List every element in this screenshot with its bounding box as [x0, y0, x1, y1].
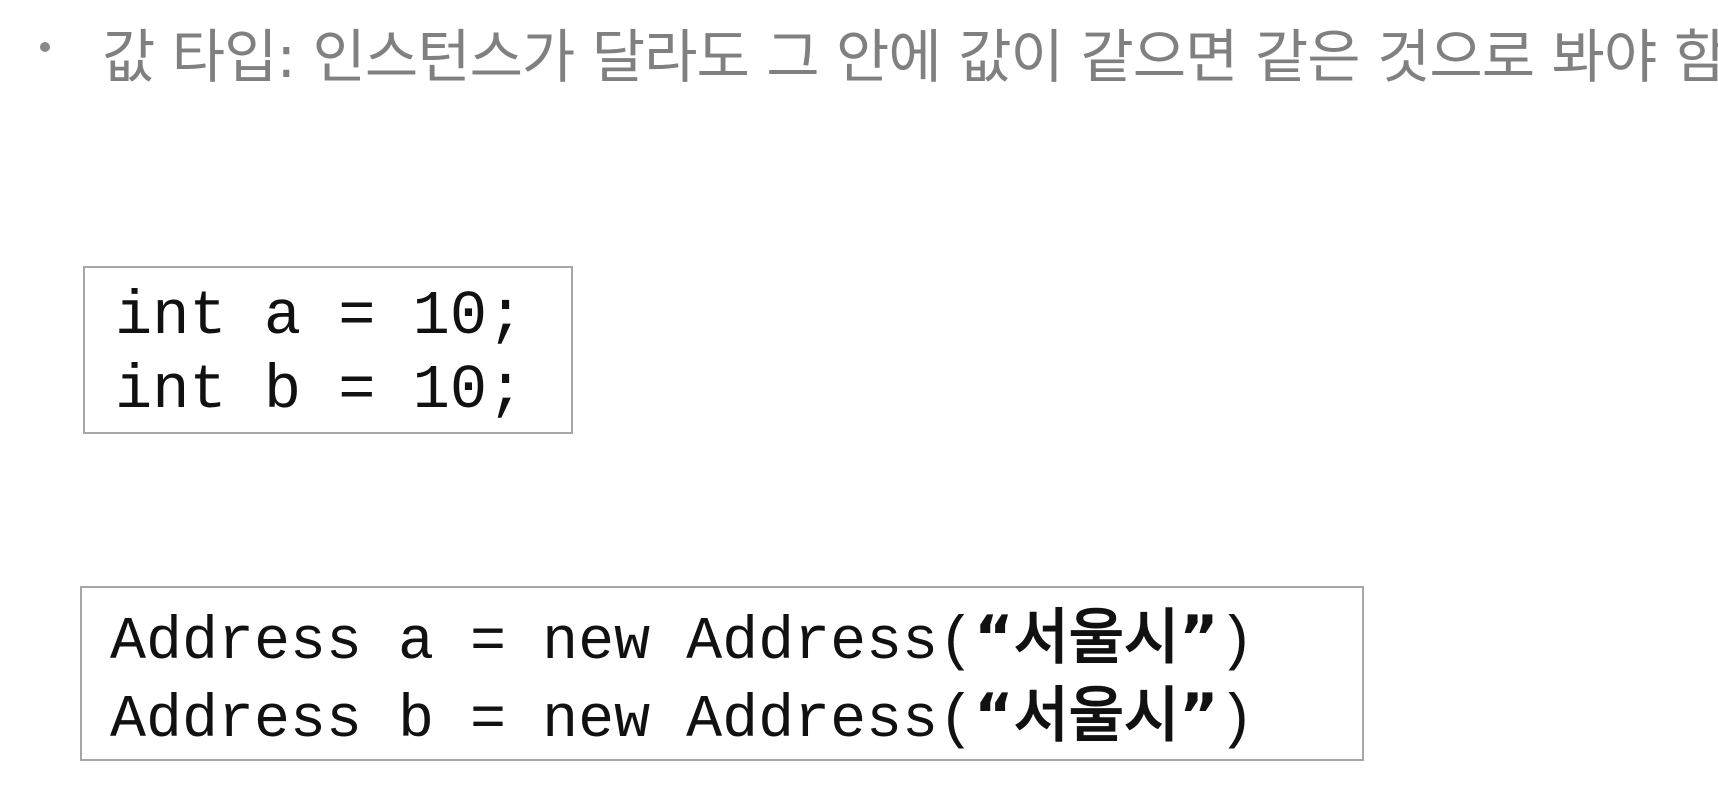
code-prefix: Address a = new Address(	[110, 609, 975, 677]
object-code-block: Address a = new Address(“서울시”) Address b…	[80, 586, 1364, 761]
string-literal: “서울시”	[974, 681, 1219, 751]
string-literal: “서울시”	[974, 603, 1219, 673]
code-line: int b = 10;	[115, 355, 525, 426]
code-line: Address a = new Address(“서울시”)	[110, 602, 1362, 680]
primitive-code-block: int a = 10; int b = 10;	[83, 266, 573, 434]
code-line: int a = 10;	[115, 281, 525, 352]
bullet-dot-icon	[40, 42, 50, 52]
code-line: Address b = new Address(“서울시”)	[110, 680, 1362, 758]
code-suffix: )	[1218, 687, 1255, 755]
code-prefix: Address b = new Address(	[110, 687, 975, 755]
code-suffix: )	[1218, 609, 1255, 677]
bullet-text: 값 타입: 인스턴스가 달라도 그 안에 값이 같으면 같은 것으로 봐야 함	[102, 23, 1718, 91]
